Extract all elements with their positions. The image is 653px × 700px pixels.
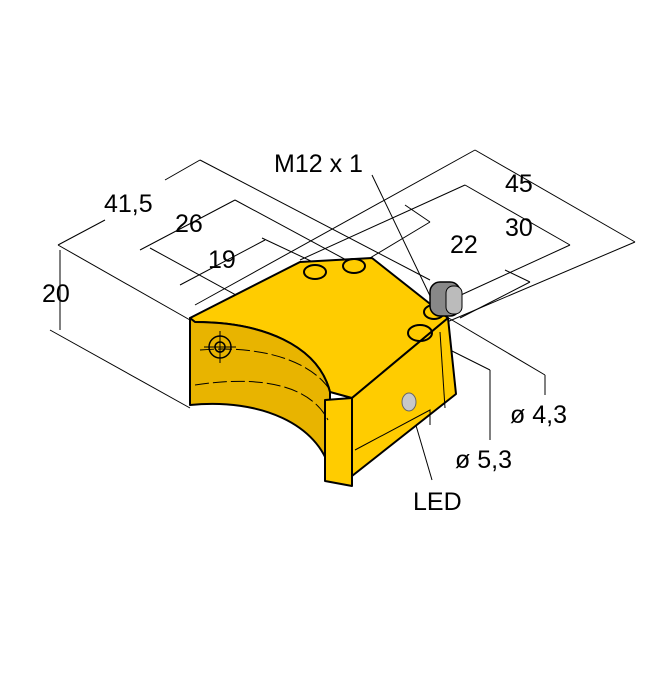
- dimension-lines: [49, 149, 636, 481]
- dimension-45: 45: [505, 170, 533, 198]
- led-icon: [401, 392, 417, 412]
- dimension-41-5: 41,5: [104, 190, 153, 218]
- hole-small-label: ø 4,3: [510, 401, 567, 429]
- sensor-body: [189, 257, 463, 487]
- dimension-26: 26: [175, 210, 203, 238]
- dimension-19: 19: [208, 246, 236, 274]
- hole-large-icon: [407, 324, 433, 342]
- dimension-22: 22: [450, 231, 478, 259]
- screw-hole-icon: [303, 264, 327, 280]
- hole-large-label: ø 5,3: [455, 446, 512, 474]
- dimension-30: 30: [505, 214, 533, 242]
- m12-connector-icon: [429, 281, 463, 317]
- led-label: LED: [413, 488, 462, 516]
- screw-hole-icon: [342, 258, 366, 274]
- leg: [324, 397, 353, 487]
- dimension-20: 20: [42, 280, 70, 308]
- mounting-hole-icon: [204, 331, 236, 363]
- connector-label: M12 x 1: [274, 150, 363, 178]
